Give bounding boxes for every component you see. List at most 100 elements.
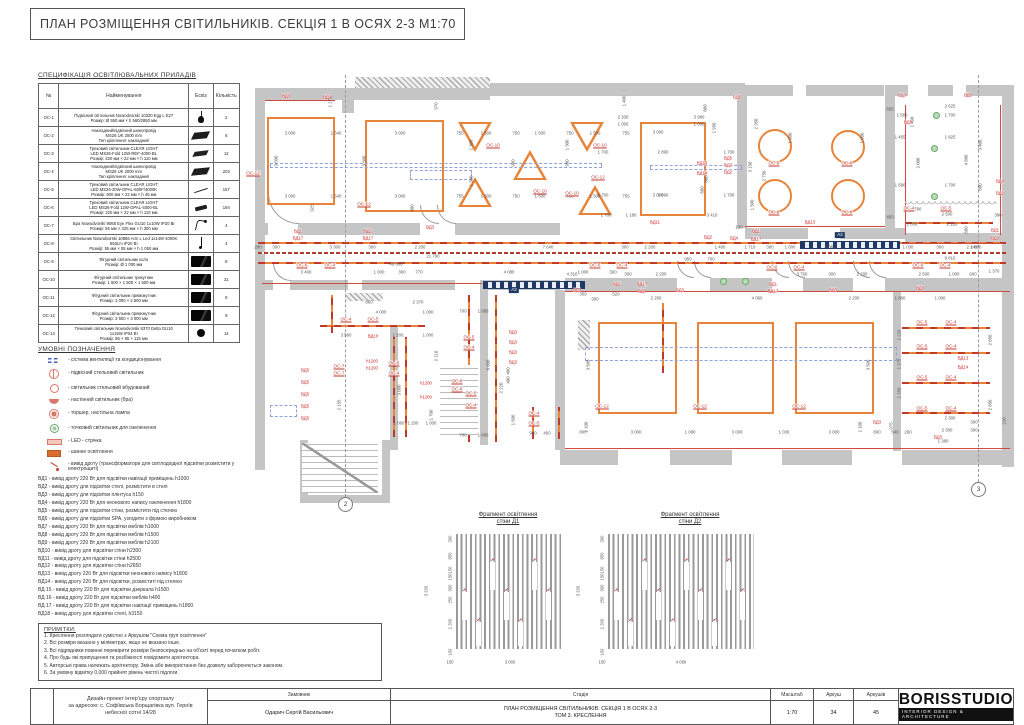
vd-note: ВД3 - вивід дроту для підсвітки плінтуса…	[38, 491, 144, 498]
plan-dimension: 2 120	[946, 221, 958, 227]
plan-dimension: 2 000	[915, 157, 921, 169]
sheets-label: Аркушів	[854, 689, 898, 701]
fragment-2-height-dim: 3 200	[575, 585, 581, 597]
plan-wire-label: ВД3	[990, 235, 1000, 241]
figure-light-rect	[795, 322, 874, 414]
door-arc	[273, 263, 291, 281]
plan-dimension: 975	[888, 422, 894, 430]
plan-dimension: 520	[612, 291, 620, 297]
sheet-title: ПЛАН РОЗМІЩЕННЯ СВІТИЛЬНИКІВ. СЕКЦІЯ 1 В…	[40, 17, 456, 31]
note-line: 6. За умовну відмітку 0.000 прийнят ріве…	[44, 670, 179, 677]
axis-line	[978, 75, 979, 482]
plan-dimension: 1 455	[894, 134, 906, 140]
spec-qty: 4	[212, 216, 241, 235]
spec-id: ОС-8	[37, 234, 60, 253]
track-line	[258, 262, 1006, 265]
wall	[255, 280, 273, 290]
led-strip	[262, 283, 482, 284]
plan-dimension: h1200	[420, 380, 432, 386]
plan-dimension: 300	[272, 244, 280, 250]
vd-note: ВД5 - вивід дроту для підсвітки стіни, р…	[38, 507, 178, 514]
fragment-1-base-dim: 150	[446, 659, 454, 665]
legend-item: - сістема вентиляції та кондиціонування	[38, 358, 248, 364]
plan-fixture-label: ОС-12	[356, 201, 372, 207]
spec-sketch	[188, 288, 214, 307]
floor-lamp-icon	[49, 409, 59, 420]
plan-dimension: 300	[621, 244, 629, 250]
hatched-wall	[345, 293, 383, 301]
fixture-sketch-icon	[190, 309, 211, 321]
plan-dimension: 755	[622, 130, 630, 136]
wall	[255, 223, 268, 235]
figure-light-circle	[831, 179, 865, 213]
plan-fixture-label: ОС-5	[465, 390, 477, 396]
wall	[560, 450, 618, 465]
track-line	[405, 337, 408, 437]
plan-fixture-label: ОС-8	[451, 378, 463, 384]
plan-wire-label: ВД3	[675, 287, 685, 293]
plan-wire-label: ВД5	[732, 94, 742, 100]
vent-duct	[270, 405, 297, 417]
plan-wire-label: ВД4	[729, 235, 739, 241]
plan-dimension: 2 220	[498, 382, 504, 394]
figure-light-triangle	[513, 150, 547, 180]
fragment-dim: 300	[599, 535, 605, 543]
plan-fixture-label: ОС-9	[841, 160, 853, 166]
figure-light-rect	[697, 322, 774, 414]
led-strip	[905, 243, 1003, 245]
slat-notch	[698, 592, 703, 620]
plan-dimension: 800	[409, 204, 415, 212]
spec-sketch	[188, 270, 214, 289]
plan-dimension: 2 370	[412, 299, 424, 305]
vd-note: ВД14 - вивід дроту 220 Вт для підсвітки,…	[38, 579, 182, 586]
plan-dimension: 130	[735, 224, 743, 230]
plan-fixture-label: ОС-10	[532, 188, 548, 194]
spec-title: СПЕЦИФІКАЦІЯ ОСВІТЛЮВАЛЬНИХ ПРИЛАДІВ	[38, 72, 197, 79]
plan-dimension: 970	[433, 102, 439, 110]
led-mark	[713, 618, 717, 622]
fragment-dim: 150	[447, 648, 453, 656]
plan-dimension: 755	[622, 193, 630, 199]
plan-dimension: 7 640	[542, 244, 554, 250]
plan-wire-label: ВД3	[897, 92, 907, 98]
spec-id: ОС-3	[37, 144, 60, 163]
plan-wire-label: ВД3	[508, 349, 518, 355]
spec-id: ОС-10	[37, 270, 60, 289]
spec-sketch	[188, 306, 214, 325]
spec-qty: 8	[212, 288, 241, 307]
wall	[298, 223, 420, 235]
wall	[803, 278, 853, 291]
fragment-dim: 850	[447, 552, 453, 560]
axis-line	[345, 75, 346, 497]
plan-fixture-label: ОС-4	[465, 402, 477, 408]
plan-wire-label: ВД14	[957, 364, 969, 370]
legend-text: - точковий світильник для озеленення	[68, 425, 157, 432]
plan-dimension: 1 200	[407, 420, 419, 426]
spec-sketch	[188, 252, 214, 271]
plan-fixture-label: ОС-7	[333, 370, 345, 376]
plan-dimension: 1 700	[428, 409, 434, 421]
note-line: 4. Про будь які припущення та розбіжност…	[44, 655, 200, 662]
fragment-2-title: Фрагмент освітлення стіни Д2	[660, 512, 720, 526]
led-strip	[565, 291, 1010, 293]
plan-dimension: 3 000	[394, 193, 406, 199]
track-line	[558, 407, 561, 439]
plan-dimension: 1 300	[468, 139, 474, 151]
plan-fixture-label: ОС-4	[903, 205, 915, 211]
plan-dimension: 3 000	[284, 130, 296, 136]
plan-wire-label: ВД3	[637, 288, 647, 294]
plan-dimension: 3 400	[300, 269, 312, 275]
spec-col-header: №	[37, 83, 60, 109]
plan-wire-label: ВД5	[300, 415, 310, 421]
plan-dimension: 4 310	[566, 271, 578, 277]
fragment-2-width-dim: 4 080	[675, 659, 687, 665]
plan-dimension: 1 580	[894, 182, 906, 188]
spec-qty: 31	[212, 270, 241, 289]
plan-dimension: 300	[970, 419, 978, 425]
plan-dimension: 2 300	[944, 415, 956, 421]
plan-wire-label: ВД3	[723, 162, 733, 168]
